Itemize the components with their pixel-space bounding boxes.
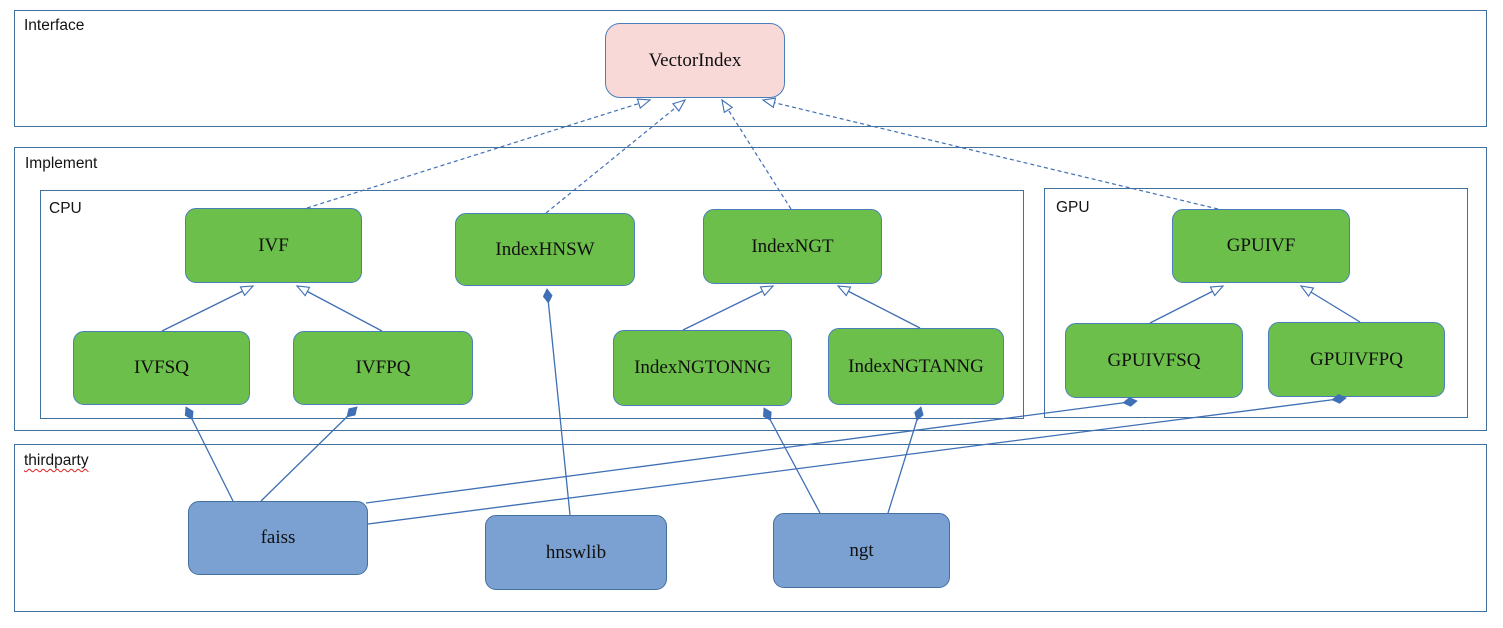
node-gpuivfpq[interactable]: GPUIVFPQ: [1268, 322, 1445, 397]
node-faiss[interactable]: faiss: [188, 501, 368, 575]
node-ngt[interactable]: ngt: [773, 513, 950, 588]
container-cpu-label: CPU: [49, 200, 82, 217]
node-ivf[interactable]: IVF: [185, 208, 362, 283]
node-indexngt[interactable]: IndexNGT: [703, 209, 882, 284]
container-implement-label: Implement: [25, 155, 98, 172]
node-indexngtanng[interactable]: IndexNGTANNG: [828, 328, 1004, 405]
node-hnswlib[interactable]: hnswlib: [485, 515, 667, 590]
container-thirdparty-label: thirdparty: [24, 452, 89, 469]
container-gpu-label: GPU: [1056, 199, 1090, 216]
node-vectorindex[interactable]: VectorIndex: [605, 23, 785, 98]
node-gpuivf[interactable]: GPUIVF: [1172, 209, 1350, 283]
node-indexngtonng[interactable]: IndexNGTONNG: [613, 330, 792, 406]
node-gpuivfsq[interactable]: GPUIVFSQ: [1065, 323, 1243, 398]
node-indexhnsw[interactable]: IndexHNSW: [455, 213, 635, 286]
node-ivfsq[interactable]: IVFSQ: [73, 331, 250, 405]
node-ivfpq[interactable]: IVFPQ: [293, 331, 473, 405]
container-interface-label: Interface: [24, 17, 85, 34]
